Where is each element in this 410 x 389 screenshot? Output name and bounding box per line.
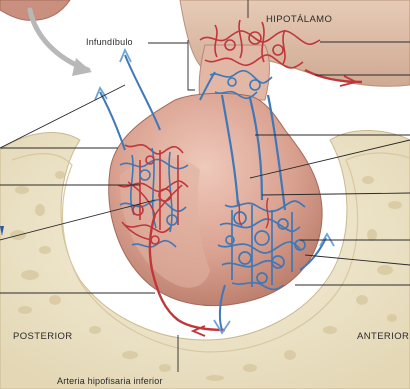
inferior-hypophyseal-artery-label: Arteria hipofisaria inferior	[57, 376, 163, 386]
brain-tissue	[0, 0, 70, 20]
posterior-label: POSTERIOR	[13, 331, 73, 342]
flow-arrow-head	[72, 58, 92, 76]
anterior-label: ANTERIOR	[357, 331, 409, 342]
hypothalamus-label: HIPOTÁLAMO	[266, 14, 332, 25]
infundibulum-label: Infundíbulo	[86, 37, 133, 47]
